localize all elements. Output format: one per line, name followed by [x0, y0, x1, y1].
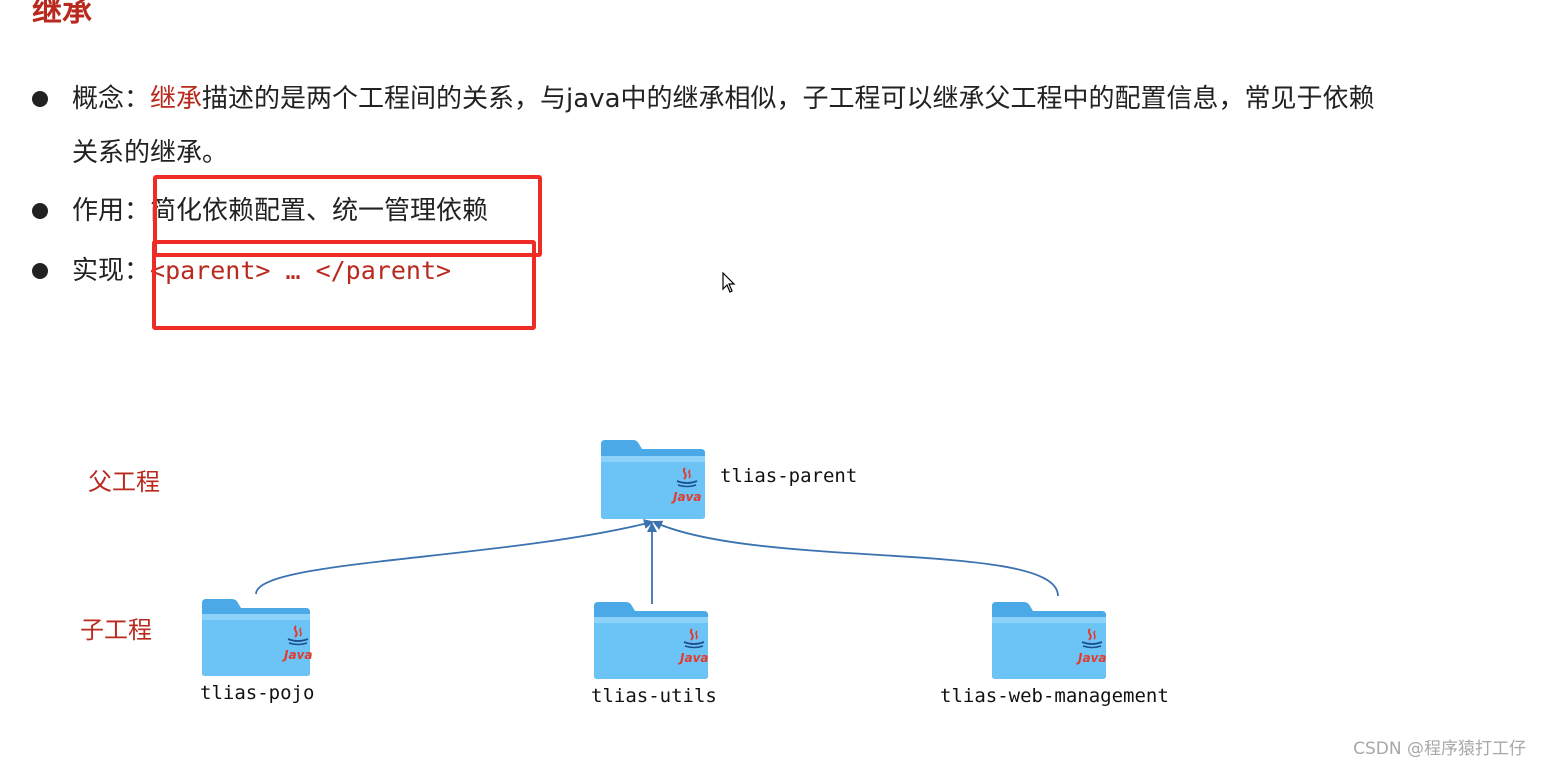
java-badge: Java	[671, 490, 701, 504]
annotation-box-implementation	[152, 240, 536, 330]
java-badge: Java	[1076, 651, 1106, 665]
java-badge: Java	[282, 648, 312, 662]
watermark: CSDN @程序猿打工仔	[1353, 739, 1526, 759]
highlight-term: 继承	[150, 84, 203, 114]
arrow-web-to-parent	[652, 520, 1059, 597]
bullet-label: 作用：	[72, 196, 151, 226]
bullet-text-continued: 关系的继承。	[72, 138, 229, 168]
bullet-label: 实现：	[72, 256, 151, 286]
java-folder-icon: Java	[202, 599, 312, 676]
node-tlias-utils: Java	[592, 600, 710, 684]
node-label-web-management: tlias-web-management	[940, 685, 1169, 707]
bullet-implementation: 实现：<parent> … </parent>	[30, 244, 1530, 298]
annotation-box-purpose	[153, 175, 542, 257]
bullet-label: 概念：	[72, 84, 151, 114]
node-tlias-parent: Java	[599, 438, 707, 524]
node-tlias-web-management: Java	[990, 600, 1108, 684]
bullet-purpose: 作用：简化依赖配置、统一管理依赖	[30, 184, 1530, 238]
mouse-cursor-icon	[722, 272, 736, 293]
java-badge: Java	[678, 651, 708, 665]
bullet-concept: 概念：继承描述的是两个工程间的关系，与java中的继承相似，子工程可以继承父工程…	[30, 72, 1530, 180]
bullet-list: 概念：继承描述的是两个工程间的关系，与java中的继承相似，子工程可以继承父工程…	[30, 72, 1530, 298]
node-label-parent: tlias-parent	[720, 465, 858, 487]
java-folder-icon: Java	[594, 602, 708, 679]
java-folder-icon: Java	[601, 440, 705, 519]
code-snippet: <parent> … </parent>	[150, 256, 452, 285]
bullet-dot	[32, 263, 48, 279]
node-tlias-pojo: Java	[200, 597, 312, 681]
arrow-pojo-to-parent	[255, 519, 654, 595]
bullet-dot	[32, 203, 48, 219]
node-label-pojo: tlias-pojo	[200, 682, 315, 704]
bullet-dot	[32, 91, 48, 107]
java-folder-icon: Java	[992, 602, 1106, 679]
bullet-text: 描述的是两个工程间的关系，与java中的继承相似，子工程可以继承父工程中的配置信…	[202, 84, 1375, 114]
child-level-label: 子工程	[80, 616, 152, 644]
node-label-utils: tlias-utils	[591, 685, 717, 707]
parent-level-label: 父工程	[88, 468, 160, 496]
page-title: 继承	[32, 0, 92, 29]
bullet-text: 简化依赖配置、统一管理依赖	[150, 196, 489, 226]
